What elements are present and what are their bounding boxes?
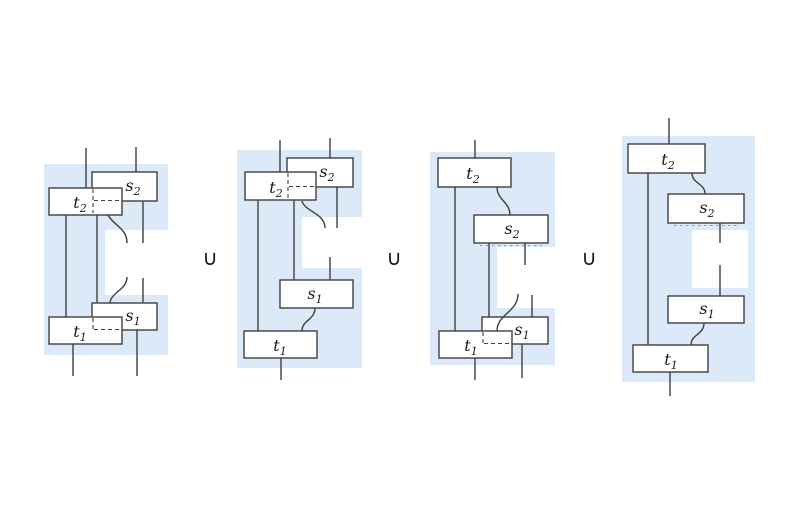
box-t2 <box>437 157 512 188</box>
squiggle-t2-to-s2 <box>496 186 511 216</box>
squiggle-t2-to-s2 <box>691 172 706 195</box>
box-label-t1: t1 <box>73 322 86 344</box>
squiggle-s1-to-t1 <box>301 307 316 332</box>
box-label-subscript: 2 <box>79 202 87 215</box>
box-t1 <box>632 344 709 373</box>
hidden-edge-s2 <box>92 189 121 213</box>
box-label-t1: t1 <box>273 336 286 358</box>
diagram-interleaving-4: t2 s2 s1 t1 <box>622 118 755 396</box>
box-label-t2: t2 <box>73 193 86 215</box>
box-label-t2: t2 <box>661 150 674 172</box>
box-label-subscript: 2 <box>327 171 335 184</box>
box-label-subscript: 1 <box>280 345 287 358</box>
box-label-s1: s1 <box>307 284 322 306</box>
box-label-subscript: 2 <box>512 228 520 241</box>
box-label-subscript: 1 <box>471 345 478 358</box>
box-label-base: s <box>125 306 133 325</box>
box-t2 <box>48 187 123 216</box>
box-label-base: t <box>273 336 280 355</box>
hidden-edge-s1 <box>92 318 121 331</box>
box-label-subscript: 1 <box>671 359 678 372</box>
hidden-edge-s2 <box>287 173 317 199</box>
wire-bundle <box>257 138 338 380</box>
box-label-s1: s1 <box>699 299 714 321</box>
box-label-base: s <box>307 284 315 303</box>
highlight-region <box>237 150 362 368</box>
box-label-base: s <box>125 176 133 195</box>
box-label-s2: s2 <box>504 219 519 241</box>
box-label-base: s <box>319 162 327 181</box>
diagram-interleaving-2: t2 s2 s1 t1 <box>237 138 362 380</box>
diagram-interleaving-1: t2 s2 s1 t1 <box>44 147 168 376</box>
hidden-edge-s1 <box>482 332 511 345</box>
box-label-subscript: 2 <box>472 173 480 186</box>
box-label-t2: t2 <box>466 164 479 186</box>
wire-bundle <box>454 140 533 380</box>
box-label-t2: t2 <box>269 178 282 200</box>
box-label-s2: s2 <box>699 198 714 220</box>
wire-bundle <box>65 147 144 376</box>
box-label-s1: s1 <box>514 320 529 342</box>
cut-squiggle-lower <box>109 276 128 304</box>
box-label-subscript: 2 <box>667 159 675 172</box>
box-label-subscript: 2 <box>133 185 141 198</box>
box-label-base: s <box>504 219 512 238</box>
box-t2 <box>627 143 706 174</box>
box-t1 <box>243 330 318 359</box>
box-t1 <box>48 316 123 345</box>
box-label-base: s <box>514 320 522 339</box>
box-label-base: t <box>269 178 276 197</box>
box-s2 <box>473 214 549 244</box>
box-label-base: t <box>73 322 80 341</box>
box-label-subscript: 2 <box>275 187 283 200</box>
box-s1 <box>667 295 745 324</box>
box-label-s2: s2 <box>319 162 334 184</box>
union-symbol-1: ∪ <box>202 246 217 270</box>
box-label-base: t <box>73 193 80 212</box>
box-label-s1: s1 <box>125 306 140 328</box>
box-label-subscript: 1 <box>708 308 715 321</box>
squiggle-s1-to-t1 <box>690 322 705 346</box>
highlight-region <box>430 152 555 365</box>
box-t1 <box>438 330 513 359</box>
box-label-s2: s2 <box>125 176 140 198</box>
union-symbol-3: ∪ <box>581 246 596 270</box>
box-label-base: t <box>661 150 668 169</box>
cut-squiggle-upper <box>301 200 326 229</box>
box-label-t1: t1 <box>664 350 677 372</box>
wire-bundle <box>647 118 721 396</box>
box-s2 <box>667 193 745 224</box>
box-s1 <box>279 279 354 309</box>
box-label-subscript: 1 <box>523 329 530 342</box>
cut-squiggle-lower <box>496 293 519 332</box>
box-label-subscript: 1 <box>80 331 87 344</box>
diagram-interleaving-3: t2 s2 s1 t1 <box>430 140 555 380</box>
box-label-base: t <box>466 164 473 183</box>
box-label-base: t <box>464 336 471 355</box>
box-label-base: s <box>699 299 707 318</box>
cut-squiggle-upper <box>107 214 128 244</box>
union-symbol-2: ∪ <box>386 246 401 270</box>
box-label-t1: t1 <box>464 336 477 358</box>
box-label-subscript: 2 <box>707 207 715 220</box>
box-label-base: s <box>699 198 707 217</box>
box-label-subscript: 1 <box>316 293 323 306</box>
box-label-base: t <box>664 350 671 369</box>
box-label-subscript: 1 <box>134 315 141 328</box>
